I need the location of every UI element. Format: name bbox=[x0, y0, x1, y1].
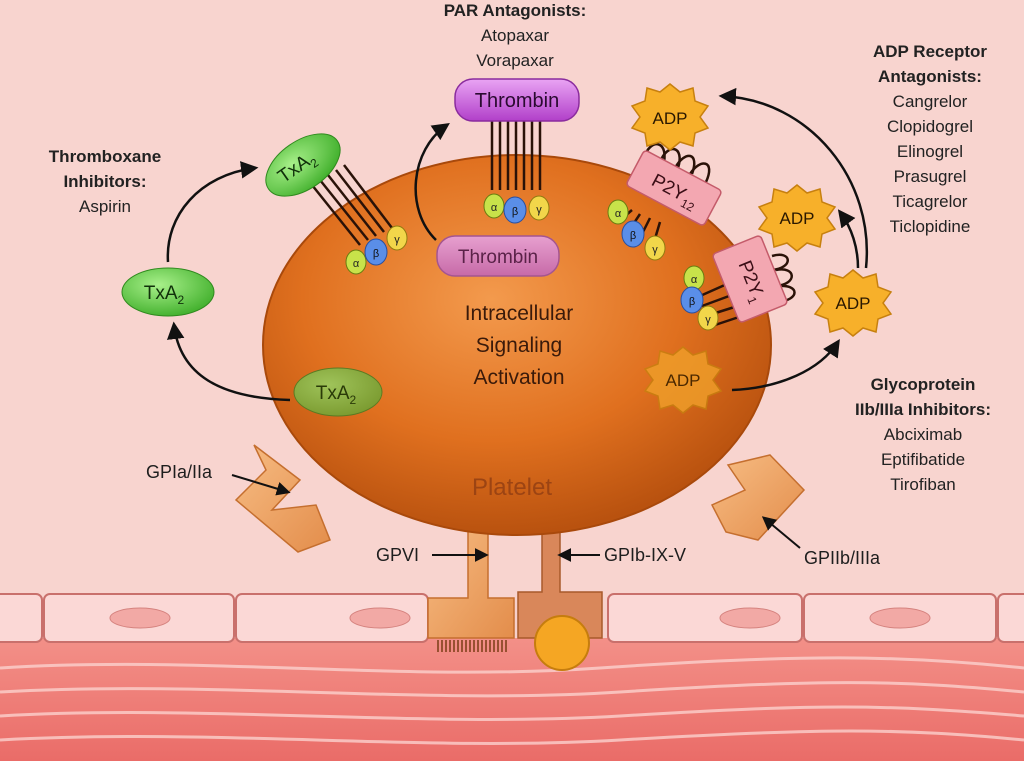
svg-text:α: α bbox=[491, 202, 498, 214]
gp-drug-tirofiban: Tirofiban bbox=[890, 475, 956, 494]
adp-release-arrow bbox=[731, 339, 840, 392]
svg-text:ADP: ADP bbox=[666, 371, 701, 390]
svg-text:α: α bbox=[691, 274, 698, 286]
gpib-receptor bbox=[517, 519, 603, 671]
von-willebrand-factor bbox=[534, 615, 590, 671]
svg-text:Thrombin: Thrombin bbox=[458, 247, 538, 268]
adp-burst-top: ADP bbox=[630, 83, 710, 151]
gpvi-label: GPVI bbox=[376, 545, 420, 565]
thromboxane-inhibitors-label: Thromboxane Inhibitors: Aspirin bbox=[20, 144, 190, 219]
svg-text:TxA2: TxA2 bbox=[144, 283, 185, 307]
gpib-label: GPIb-IX-V bbox=[604, 545, 687, 565]
par-receptor bbox=[490, 118, 542, 190]
gpia-label: GPIa/IIa bbox=[146, 462, 213, 482]
gpia-pointer-arrow bbox=[231, 474, 291, 496]
adp-heading-2: Antagonists: bbox=[878, 67, 982, 86]
adp-drug-ticlopidine: Ticlopidine bbox=[889, 217, 971, 236]
svg-text:β: β bbox=[689, 296, 695, 308]
p2y12-receptor: P2Y12 bbox=[626, 150, 722, 226]
par-drug-vorapaxar: Vorapaxar bbox=[476, 51, 554, 70]
p2y1-receptor: P2Y1 bbox=[712, 235, 788, 323]
signaling-line-3: Activation bbox=[473, 366, 564, 389]
endothelium bbox=[0, 593, 1024, 643]
thrombin-cleaved: Thrombin bbox=[436, 235, 560, 277]
thromboxane-heading-2: Inhibitors: bbox=[63, 172, 147, 191]
gp-heading-1: Glycoprotein bbox=[870, 375, 976, 394]
svg-text:γ: γ bbox=[536, 204, 542, 216]
svg-text:α: α bbox=[615, 208, 622, 220]
adp-drug-prasugrel: Prasugrel bbox=[893, 167, 967, 186]
gpiib-receptor bbox=[710, 454, 806, 541]
svg-text:α: α bbox=[353, 258, 360, 270]
par-antagonists-heading: PAR Antagonists: bbox=[443, 1, 587, 20]
txa2-bind-arrow bbox=[166, 161, 259, 263]
vessel-wall bbox=[0, 638, 1024, 761]
g-protein-txa2: α β γ bbox=[345, 225, 408, 275]
svg-text:γ: γ bbox=[652, 244, 658, 256]
adp-burst-intracellular: ADP bbox=[643, 346, 723, 414]
platelet-label: Platelet bbox=[472, 474, 552, 501]
gp-drug-abciximab: Abciximab bbox=[883, 425, 963, 444]
gpvi-receptor bbox=[427, 519, 515, 652]
svg-text:ADP: ADP bbox=[836, 294, 871, 313]
adp-heading-1: ADP Receptor bbox=[873, 42, 987, 61]
svg-text:β: β bbox=[630, 230, 636, 242]
txa2-intracellular: TxA2 bbox=[293, 367, 383, 417]
svg-text:γ: γ bbox=[394, 234, 400, 246]
svg-text:β: β bbox=[373, 248, 379, 260]
par-drug-atopaxar: Atopaxar bbox=[480, 26, 550, 45]
gpiib-label: GPIIb/IIIa bbox=[804, 548, 881, 568]
gp-heading-2: IIb/IIIa Inhibitors: bbox=[855, 400, 991, 419]
g-protein-p2y1: α β γ bbox=[680, 265, 719, 331]
g-protein-par: α β γ bbox=[483, 193, 550, 224]
svg-text:β: β bbox=[512, 206, 518, 218]
adp-burst-right: ADP bbox=[757, 184, 837, 252]
thrombin-bound: Thrombin bbox=[454, 78, 580, 122]
svg-text:Thrombin: Thrombin bbox=[475, 90, 559, 112]
svg-text:ADP: ADP bbox=[653, 109, 688, 128]
thromboxane-drug-aspirin: Aspirin bbox=[79, 197, 131, 216]
adp-receptor-antagonists-label: ADP Receptor Antagonists: Cangrelor Clop… bbox=[845, 39, 1015, 239]
adp-to-p2y1-arrow bbox=[837, 209, 860, 269]
g-protein-p2y12: α β γ bbox=[607, 199, 666, 261]
svg-text:γ: γ bbox=[705, 314, 711, 326]
gp-drug-eptifibatide: Eptifibatide bbox=[880, 450, 966, 469]
signaling-line-1: Intracellular bbox=[465, 302, 574, 325]
txa2-free: TxA2 bbox=[121, 267, 215, 317]
txa2-bound: TxA2 bbox=[265, 133, 341, 197]
gpiib-pointer-arrow bbox=[761, 516, 801, 549]
gp-inhibitors-label: Glycoprotein IIb/IIIa Inhibitors: Abcixi… bbox=[826, 372, 1020, 497]
thromboxane-heading-1: Thromboxane bbox=[48, 147, 162, 166]
par-antagonists-label: PAR Antagonists: Atopaxar Vorapaxar bbox=[400, 0, 630, 73]
adp-drug-clopidogrel: Clopidogrel bbox=[887, 117, 973, 136]
svg-text:ADP: ADP bbox=[780, 209, 815, 228]
adp-to-p2y12-arrow bbox=[718, 87, 869, 269]
txa2-receptor bbox=[311, 164, 393, 246]
adp-drug-ticagrelor: Ticagrelor bbox=[892, 192, 968, 211]
thrombin-release-arrow bbox=[414, 123, 450, 241]
adp-burst-lower: ADP bbox=[813, 269, 893, 337]
svg-text:TxA2: TxA2 bbox=[316, 383, 357, 407]
txa2-export-arrow bbox=[166, 321, 291, 402]
adp-drug-elinogrel: Elinogrel bbox=[896, 142, 964, 161]
signaling-line-2: Signaling bbox=[476, 334, 562, 357]
adp-drug-cangrelor: Cangrelor bbox=[892, 92, 968, 111]
